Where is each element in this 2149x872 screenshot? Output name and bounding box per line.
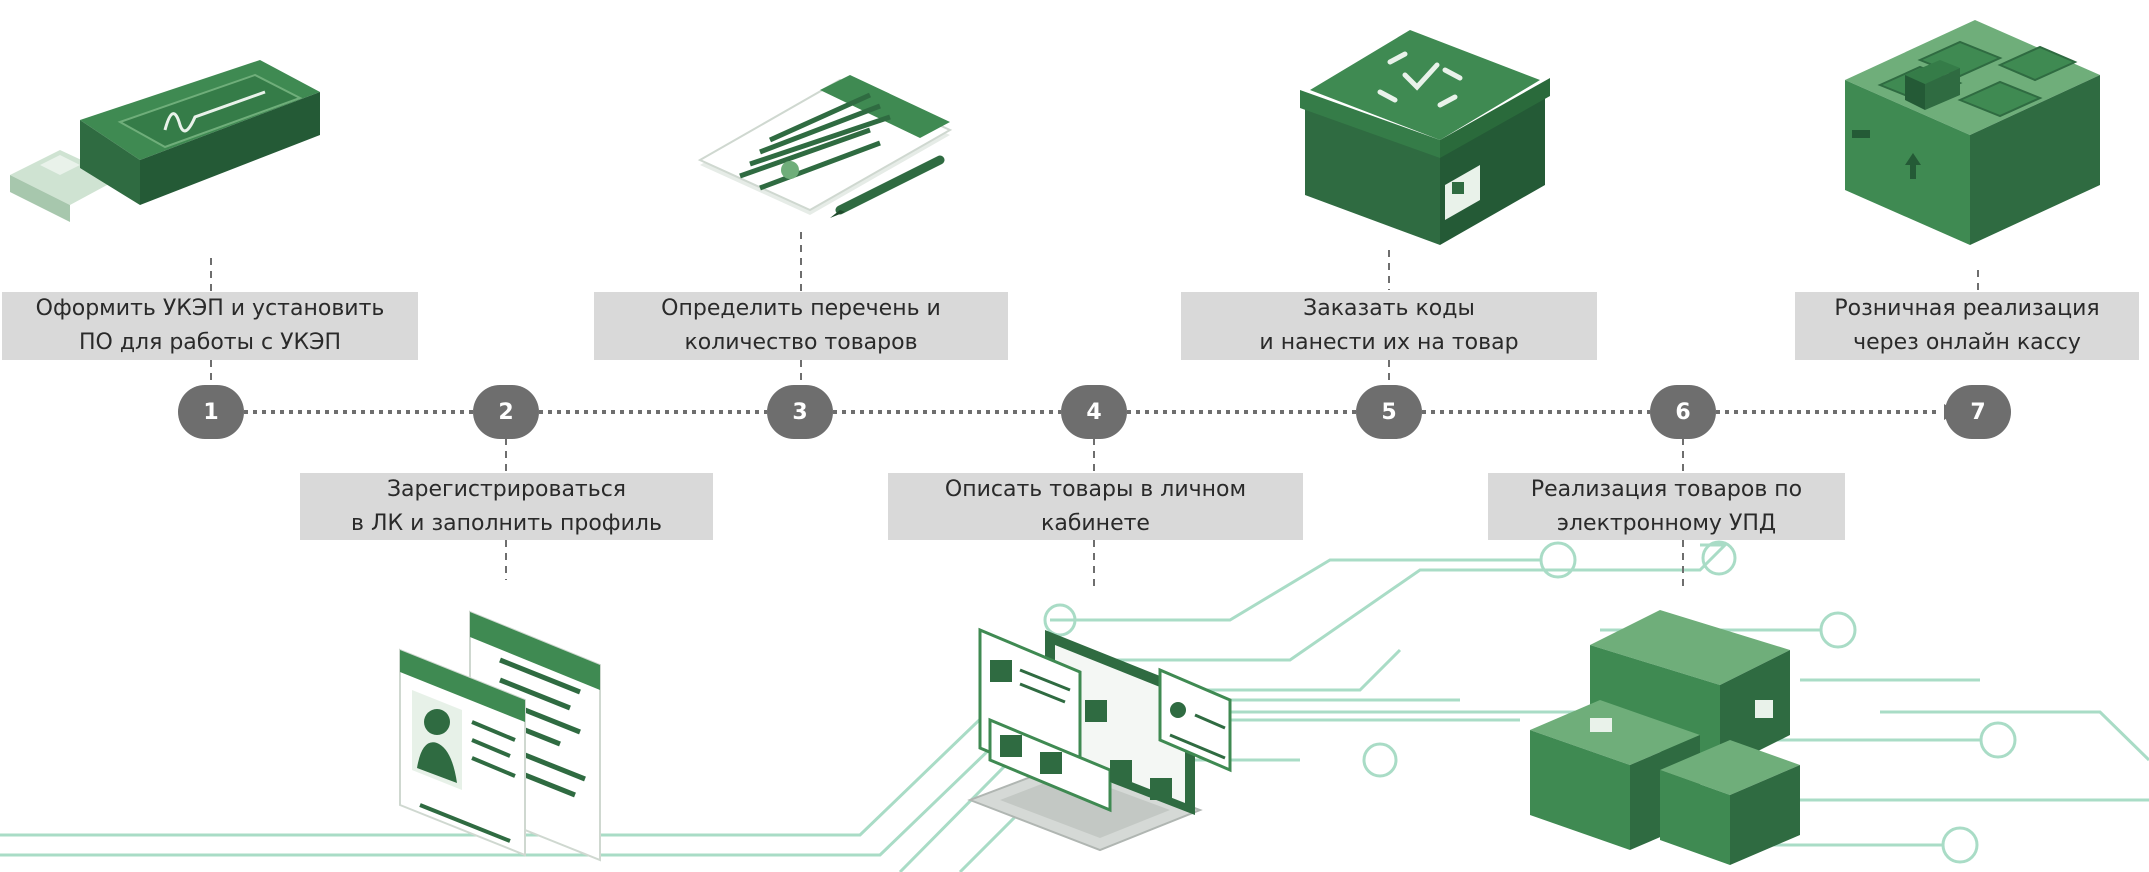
box-datamatrix-icon: [1300, 30, 1550, 245]
step-5-text-line1: Заказать коды: [1303, 296, 1475, 321]
step-2-label: Зарегистрироваться в ЛК и заполнить проф…: [300, 473, 713, 540]
step-3-text-line1: Определить перечень и: [661, 296, 941, 321]
step-4-text-line1: Описать товары в личном: [944, 476, 1247, 502]
step-1-label: Оформить УКЭП и установить ПО для работы…: [2, 292, 418, 360]
step-2-text-line1: Зарегистрироваться: [386, 476, 627, 502]
leader-lines: [210, 232, 1979, 590]
usb-token-icon: [10, 60, 320, 222]
step-4-label: Описать товары в личном кабинете: [888, 473, 1303, 540]
final-label: Розничная реализация через онлайн кассу: [1795, 292, 2139, 360]
laptop-screens-icon: [967, 627, 1232, 852]
step-1-text-line2: ПО для работы с УКЭП: [78, 330, 342, 355]
step-5-node: 5: [1356, 385, 1422, 439]
box-crate-icon: [1845, 20, 2100, 245]
step-2-text-line2: в ЛК и заполнить профиль: [351, 510, 662, 536]
step-7-node: 7: [1945, 385, 2011, 439]
step-5-label: Заказать коды и нанести их на товар: [1181, 292, 1597, 360]
step-6-text-line1: Реализация товаров по: [1530, 476, 1803, 502]
step-1-text-line1: Оформить УКЭП и установить: [35, 296, 385, 321]
step-6-text-line2: электронному УПД: [1556, 510, 1777, 536]
step-6-label: Реализация товаров по электронному УПД: [1488, 473, 1845, 540]
profile-forms-icon: [399, 610, 601, 862]
step-3-label: Определить перечень и количество товаров: [594, 292, 1008, 360]
final-text-line2: через онлайн кассу: [1853, 330, 2081, 355]
step-6-node: 6: [1650, 385, 1716, 439]
step-2-node: 2: [473, 385, 539, 439]
boxes-stack-icon: [1530, 610, 1800, 865]
step-5-text-line2: и нанести их на товар: [1259, 330, 1519, 355]
step-4-node: 4: [1061, 385, 1127, 439]
step-1-node: 1: [178, 385, 244, 439]
document-pen-icon: [697, 75, 953, 218]
step-3-text-line2: количество товаров: [684, 330, 918, 355]
final-text-line1: Розничная реализация: [1834, 296, 2100, 321]
circuit-background: [0, 540, 2149, 872]
step-3-node: 3: [767, 385, 833, 439]
step-4-text-line2: кабинете: [1041, 510, 1150, 536]
